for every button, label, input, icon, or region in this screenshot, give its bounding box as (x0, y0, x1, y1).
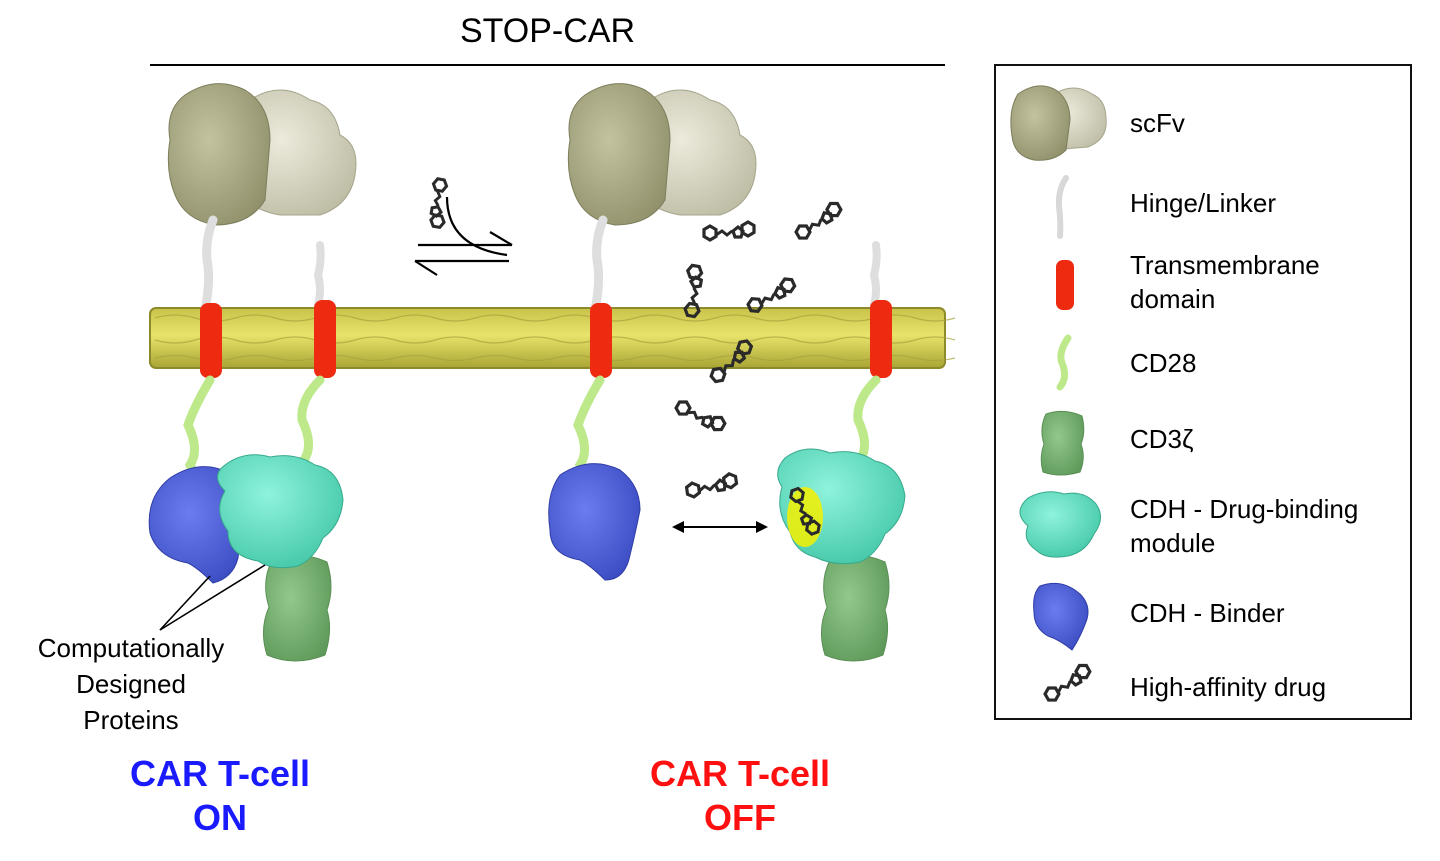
annotation-line: Proteins (83, 705, 179, 735)
cdh-binder-right (548, 463, 641, 581)
annotation-designed-proteins: Computationally Designed Proteins (18, 630, 244, 738)
legend-item-cdh-binder: CDH - Binder (996, 576, 1410, 652)
figure-title: STOP-CAR (459, 12, 636, 50)
legend-label-line2: domain (1130, 284, 1216, 314)
transmembrane-icon (1056, 260, 1074, 310)
legend-label: High-affinity drug (1130, 672, 1327, 702)
legend-label: scFv (1130, 108, 1185, 138)
bound-drug (787, 484, 823, 547)
legend-item-cdh-drug-binding: CDH - Drug-binding module (996, 484, 1410, 568)
legend-label: CD3ζ (1130, 424, 1194, 454)
cd3z-right (821, 555, 890, 662)
hinge-right-1 (590, 215, 608, 315)
legend-label: Transmembrane domain (1130, 248, 1320, 316)
cd28-left-1 (183, 375, 215, 485)
title-underline (150, 64, 945, 66)
stop-car-diagram (148, 83, 956, 662)
cdh-dbm-left (217, 454, 344, 569)
double-arrow (672, 521, 768, 533)
legend-label-line1: Transmembrane (1130, 250, 1320, 280)
state-off-line1: CAR T-cell (649, 753, 831, 794)
legend-box: scFv Hinge/Linker Transmembrane domain C… (994, 64, 1412, 720)
scfv-left (167, 83, 357, 226)
state-on-line1: CAR T-cell (129, 753, 311, 794)
legend-item-cd3z: CD3ζ (996, 406, 1410, 476)
cd28-icon (1056, 334, 1072, 391)
cd3z-icon (1040, 410, 1085, 476)
hinge-right-2 (869, 241, 881, 309)
equilibrium-arrows (414, 176, 513, 276)
legend-label: Hinge/Linker (1130, 188, 1276, 218)
legend-label: CDH - Drug-binding module (1130, 492, 1358, 560)
cdh-drug-binding-icon (1019, 491, 1101, 558)
hinge-left-1 (200, 215, 218, 315)
cell-membrane (149, 307, 956, 369)
legend-label-line1: CDH - Drug-binding (1130, 494, 1359, 524)
cdh-binder-icon (1033, 582, 1089, 651)
hinge-left-2 (313, 241, 325, 309)
state-label-on: CAR T-cell ON (100, 752, 340, 840)
state-off-line2: OFF (704, 797, 776, 838)
legend-item-cd28: CD28 (996, 332, 1410, 398)
legend-item-transmembrane: Transmembrane domain (996, 248, 1410, 320)
annotation-line: Computationally (37, 633, 225, 663)
legend-item-hinge: Hinge/Linker (996, 172, 1410, 242)
state-on-line2: ON (193, 797, 247, 838)
legend-label-line2: module (1130, 528, 1216, 558)
legend-label: CDH - Binder (1130, 598, 1285, 628)
legend-item-drug: High-affinity drug (996, 662, 1410, 712)
state-label-off: CAR T-cell OFF (620, 752, 860, 840)
legend-label: CD28 (1130, 348, 1197, 378)
annotation-line: Designed (76, 669, 186, 699)
cd3z-left (263, 555, 332, 662)
scfv-icon (1010, 85, 1107, 161)
hinge-linker-icon (1055, 175, 1069, 239)
scfv-right (567, 83, 757, 226)
legend-item-scfv: scFv (996, 82, 1410, 162)
drug-molecule-icon (1039, 662, 1096, 705)
